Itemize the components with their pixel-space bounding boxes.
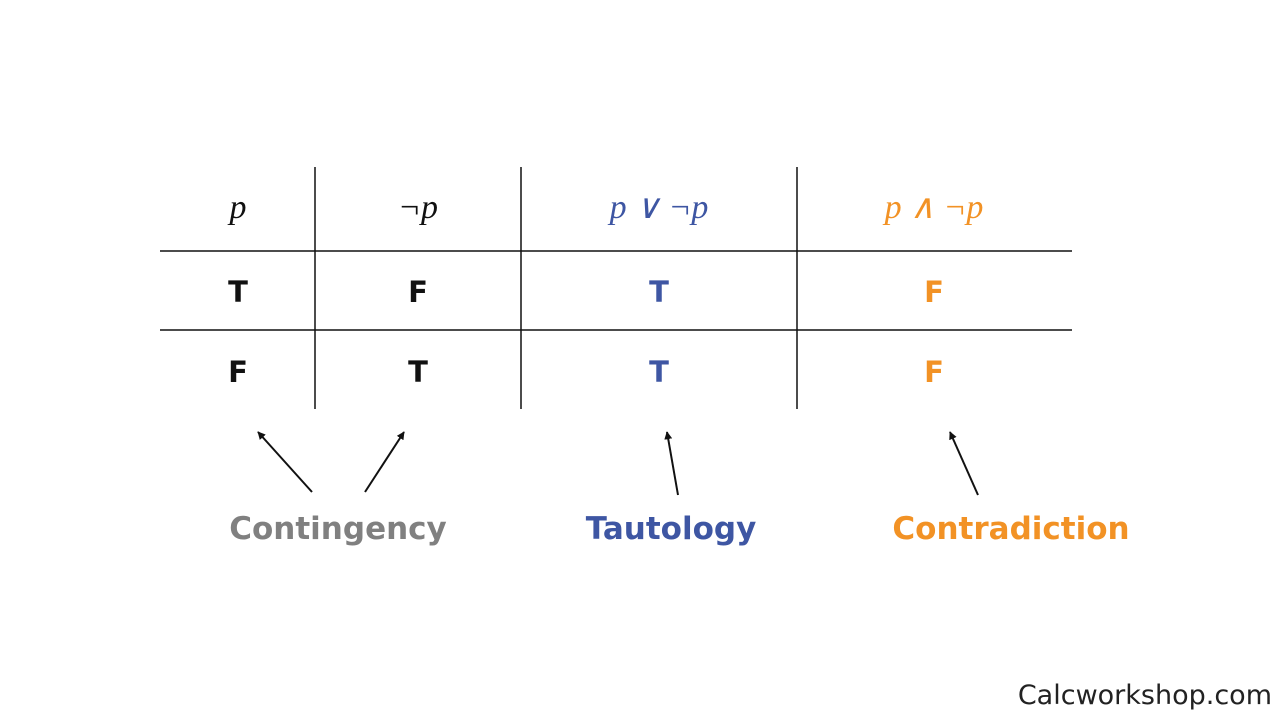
arrow-to-conjunction-column <box>949 431 979 496</box>
header-not-p: ¬p <box>398 189 438 226</box>
cell-r1-not-p: F <box>408 275 428 309</box>
watermark: Calcworkshop.com <box>1017 680 1272 711</box>
arrow-to-p-column <box>257 431 313 493</box>
cell-r2-disjunction: T <box>649 355 669 389</box>
cell-r2-not-p: T <box>408 355 428 389</box>
label-contingency: Contingency <box>229 511 447 547</box>
arrow-to-disjunction-column <box>664 431 679 496</box>
header-p-and-not-p: p ∧ ¬p <box>884 189 984 226</box>
label-tautology: Tautology <box>585 511 757 547</box>
cell-r2-conjunction: F <box>924 355 944 389</box>
cell-r1-conjunction: F <box>924 275 944 309</box>
header-p-or-not-p: p ∨ ¬p <box>609 189 709 226</box>
cell-r1-disjunction: T <box>649 275 669 309</box>
cell-r1-p: T <box>228 275 248 309</box>
header-p: p <box>229 189 247 226</box>
arrow-to-not-p-column <box>364 431 405 493</box>
label-contradiction: Contradiction <box>892 511 1130 547</box>
cell-r2-p: F <box>228 355 248 389</box>
